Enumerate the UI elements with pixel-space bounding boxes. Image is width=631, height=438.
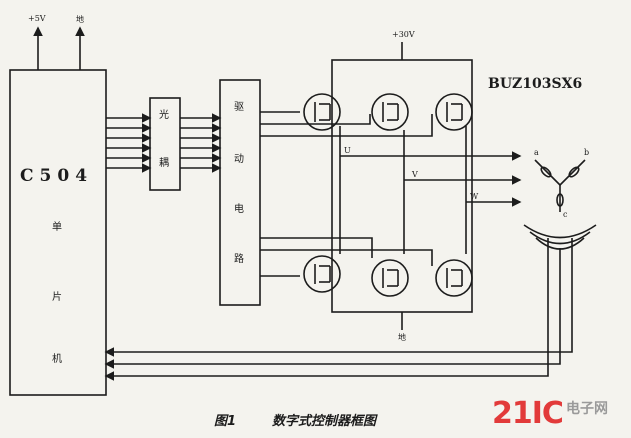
mosfet-array: [303, 93, 473, 297]
vcc-label: +5V: [28, 14, 46, 23]
driver-char-1: 驱: [234, 102, 244, 113]
opto-to-driver-lines: [180, 113, 222, 173]
mcu-desc-2: 片: [52, 292, 62, 303]
mcu-block: [9, 69, 107, 396]
feedback-lines: [104, 238, 573, 381]
phase-v-label: V: [412, 170, 418, 179]
phase-w-label: W: [470, 192, 479, 201]
optocoupler-block: [149, 97, 181, 191]
driver-char-2: 动: [234, 154, 244, 165]
driver-char-4: 路: [234, 254, 244, 265]
mosfet-q2: [435, 259, 473, 297]
mcu-to-opto-lines: [106, 113, 152, 173]
watermark-brand: 21IC: [492, 396, 564, 431]
mosfet-q4: [303, 255, 341, 293]
driver-char-3: 电: [234, 204, 244, 215]
mosfet-q5: [435, 93, 473, 131]
mcu-desc-3: 机: [52, 354, 62, 365]
figure-number: 图1: [214, 414, 237, 429]
motor-label-a: a: [534, 148, 539, 157]
opto-char-2: 耦: [159, 158, 169, 169]
hall-sensor-arcs: [523, 224, 597, 250]
mosfet-q3: [371, 93, 409, 131]
motor-label-b: b: [584, 148, 590, 157]
driver-to-upper-gates: [260, 111, 433, 137]
mcu-name: C504: [20, 166, 94, 186]
watermark-site: 电子网: [566, 401, 608, 417]
gnd-top-label: 地: [76, 15, 84, 24]
mosfet-q6: [371, 259, 409, 297]
phase-output-lines: [340, 151, 522, 207]
mosfet-q1: [303, 93, 341, 131]
motor-windings: [534, 159, 586, 212]
opto-char-1: 光: [159, 110, 169, 121]
driver-to-lower-gates: [260, 237, 433, 277]
mcu-desc-1: 单: [52, 222, 62, 233]
mosfet-part-number: BUZ103SX6: [488, 76, 583, 92]
motor-label-c: c: [563, 210, 568, 219]
dc-bus-label: +30V: [392, 30, 415, 39]
driver-block: [219, 79, 261, 306]
figure-title: 数字式控制器框图: [272, 414, 377, 429]
gnd-bottom-label: 地: [398, 333, 406, 342]
phase-u-label: U: [344, 146, 351, 155]
